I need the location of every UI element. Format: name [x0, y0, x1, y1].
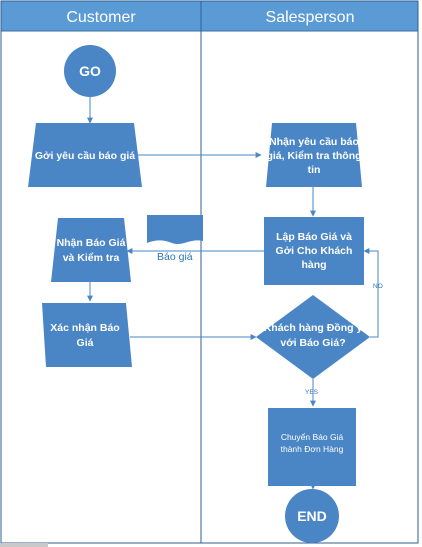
salesperson-lane-title: Salesperson [266, 9, 355, 26]
end-node-label: END [297, 508, 327, 524]
receive-request-line-1: Nhận yêu cầu báo [269, 136, 359, 148]
agree-decision-line-1: Khách hàng Đồng ý [264, 322, 363, 334]
edge-label-yes: YES [305, 389, 319, 396]
start-node-label: GO [79, 63, 101, 79]
edge-label-no: NO [373, 283, 383, 290]
receive-quote-node [51, 218, 131, 282]
quote-document-label: Báo giá [157, 251, 193, 263]
convert-order-line-1: Chuyển Báo Giá [281, 432, 344, 442]
create-quote-line-2: Gởi Cho Khách [276, 245, 353, 257]
receive-quote-line-1: Nhận Báo Giá [57, 237, 126, 249]
customer-lane-header [0, 0, 202, 32]
convert-order-line-2: thành Đơn Hàng [281, 444, 344, 454]
customer-lane-title: Customer [66, 9, 136, 26]
end-node [285, 489, 339, 543]
receive-request-line-3: tin [308, 164, 321, 176]
receive-request-line-2: giá, Kiểm tra thông [266, 150, 361, 162]
edge-decision-no [363, 248, 379, 338]
receive-request-node [266, 123, 362, 187]
agree-decision-line-2: với Báo Giá? [280, 337, 345, 349]
quote-document-shape [147, 215, 203, 245]
send-request-label: Gởi yêu cầu báo giá [35, 150, 135, 162]
confirm-quote-line-2: Giá [77, 337, 94, 349]
start-node-go [64, 45, 116, 97]
confirm-quote-line-1: Xác nhận Báo [50, 322, 119, 334]
confirm-quote-node [42, 303, 132, 367]
create-quote-line-1: Lập Báo Giá và [276, 231, 352, 243]
bottom-scroll-edge [0, 543, 48, 547]
agree-decision-node [256, 295, 370, 379]
receive-quote-line-2: và Kiểm tra [63, 252, 120, 264]
send-request-node [28, 123, 142, 187]
create-quote-node [264, 217, 364, 285]
create-quote-line-3: hàng [301, 259, 326, 271]
salesperson-lane-header [200, 0, 419, 32]
convert-order-node [268, 408, 356, 486]
